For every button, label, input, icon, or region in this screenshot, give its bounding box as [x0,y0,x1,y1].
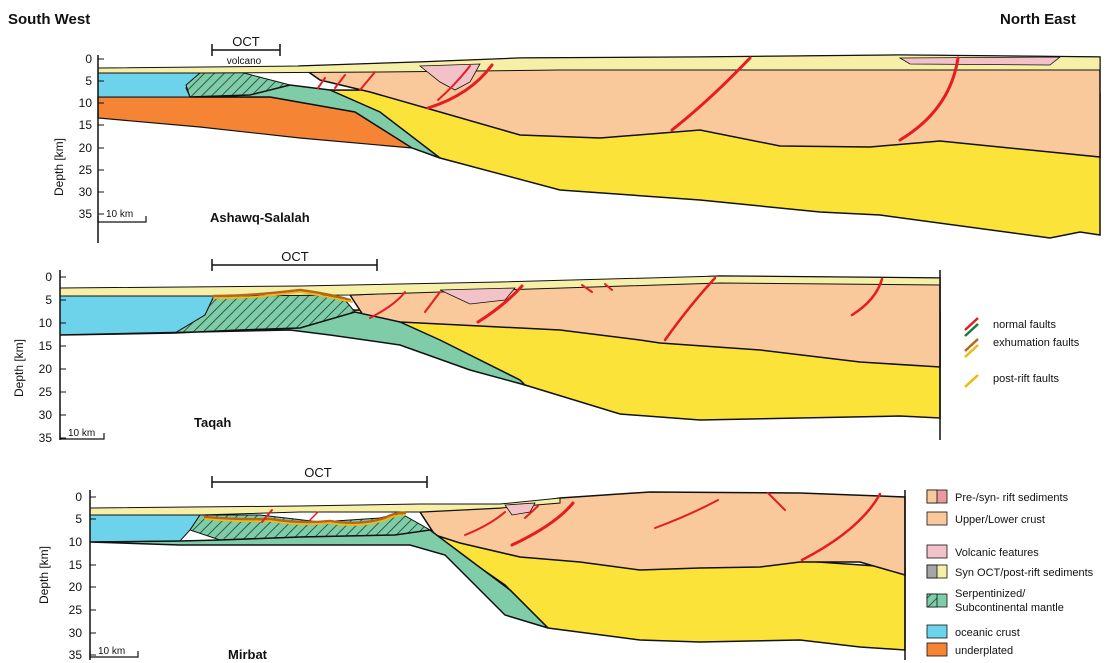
tick-label: 20 [69,580,83,594]
tick-label: 30 [69,626,83,640]
section-title: Ashawq-Salalah [210,210,310,225]
tick-label: 10 [69,535,83,549]
tick-label: 35 [79,207,93,221]
tick-label: 20 [39,362,53,376]
section-mirbat: Depth [km] 0 5 10 15 20 25 30 35 10 km O… [37,465,905,662]
legend-syn-oct: Syn OCT/post-rift sediments [955,567,1094,579]
section-title: Taqah [194,415,231,430]
legend-post-rift-faults: post-rift faults [993,373,1060,385]
legend-underplated: underplated [955,645,1013,657]
oct-sub-label: volcano [227,56,262,67]
tick-label: 10 [79,96,93,110]
legend-normal-faults: normal faults [993,319,1056,331]
tick-label: 15 [79,118,93,132]
tick-label: 30 [79,185,93,199]
oct-label: OCT [232,34,260,49]
swatch-crust [927,512,947,525]
swatch-volcanic [927,545,947,558]
tick-label: 30 [39,408,53,422]
depth-axis-label: Depth [km] [37,546,51,604]
legend-mantle-line1: Serpentinized/ [955,588,1026,600]
tick-label: 25 [79,163,93,177]
scale-bar-label: 10 km [68,428,95,439]
oceanic-crust-layer [98,73,200,97]
legend-exhumation-faults: exhumation faults [993,337,1080,349]
volcanic-feature [900,57,1060,65]
section-title: Mirbat [228,647,268,662]
tick-label: 35 [69,648,83,662]
legend-pre-syn-rift: Pre-/syn- rift sediments [955,492,1069,504]
swatch-underplated [927,643,947,656]
header-north-east: North East [1000,11,1076,28]
tick-label: 5 [45,293,52,307]
legend-mantle-line2: Subcontinental mantle [955,602,1064,614]
tick-label: 20 [79,141,93,155]
tick-label: 5 [75,512,82,526]
tick-label: 25 [39,385,53,399]
tick-label: 0 [85,52,92,66]
legend-oceanic: oceanic crust [955,627,1020,639]
section-taqah: Depth [km] 0 5 10 15 20 25 30 35 10 km O… [12,249,940,445]
tick-label: 0 [45,270,52,284]
tick-label: 25 [69,603,83,617]
unit-legend: Pre-/syn- rift sediments Upper/Lower cru… [927,490,1094,657]
oceanic-crust-layer [90,515,200,542]
legend-crust: Upper/Lower crust [955,514,1045,526]
tick-label: 15 [69,558,83,572]
tick-label: 35 [39,431,53,445]
oct-label: OCT [281,249,309,264]
fault-legend: normal faults exhumation faults post-rif… [965,318,1080,387]
tick-label: 15 [39,339,53,353]
depth-axis-label: Depth [km] [52,138,66,196]
tick-label: 5 [85,74,92,88]
scale-bar-label: 10 km [106,209,133,220]
swatch-oceanic [927,625,947,638]
scale-bar-label: 10 km [98,646,125,657]
tick-label: 10 [39,316,53,330]
depth-axis-label: Depth [km] [12,339,26,397]
section-ashawq-salalah: Depth [km] 0 5 10 15 20 25 30 35 10 km O… [52,34,1100,243]
header-south-west: South West [8,11,90,28]
tick-label: 0 [75,490,82,504]
legend-volcanic: Volcanic features [955,547,1039,559]
oct-label: OCT [304,465,332,480]
